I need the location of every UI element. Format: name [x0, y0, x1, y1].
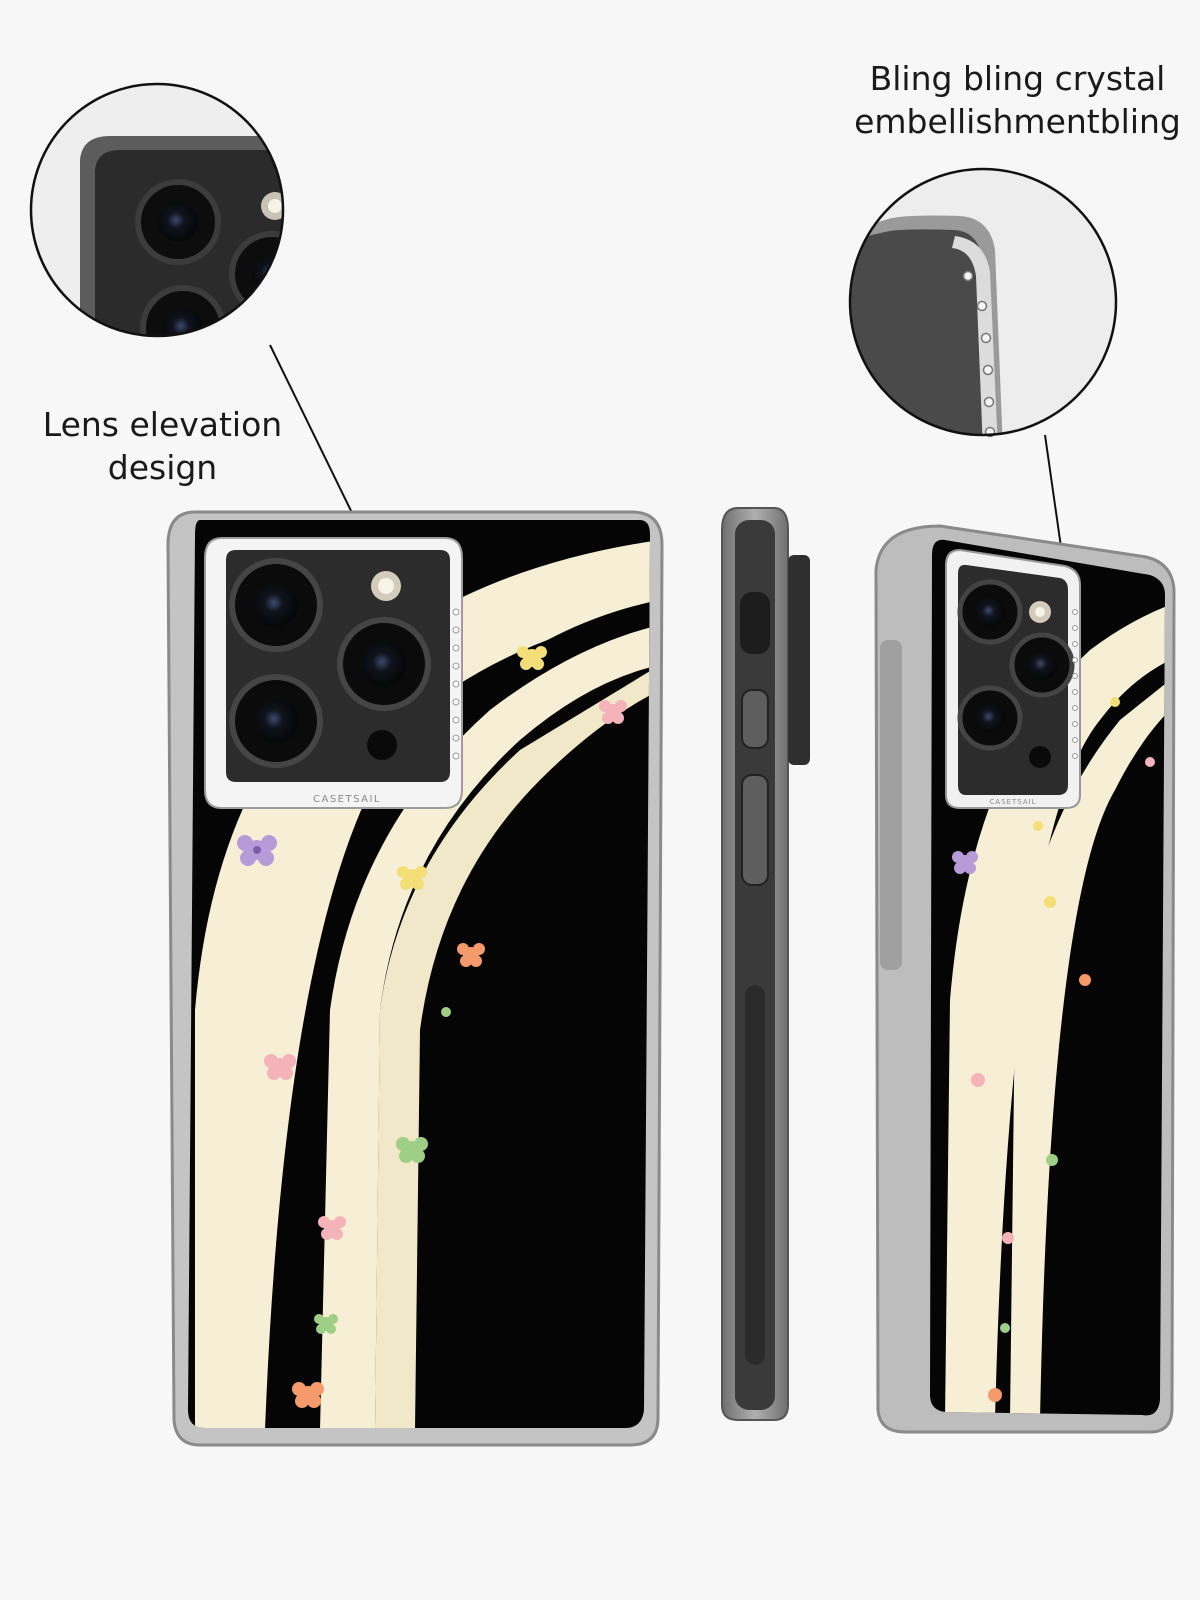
front-rhinestones: [452, 608, 460, 760]
phone-case-angled-view: CASETSAIL: [874, 524, 1176, 1434]
lens-caption-line-2: design: [107, 447, 218, 487]
brand-mark-angled: CASETSAIL: [989, 798, 1036, 806]
lens-caption-line-1: Lens elevation: [42, 405, 283, 444]
lens-elevation-caption: Lens elevation design: [30, 404, 295, 490]
angled-rhinestones: [1072, 609, 1078, 759]
bling-caption-line-2: embellishmentbling: [854, 101, 1181, 141]
rhinestone-row: [962, 270, 996, 438]
flower-decoration: [237, 646, 627, 1408]
lens-zoom-callout: [29, 82, 285, 338]
phone-case-side-view: [721, 507, 810, 1421]
bling-crystal-caption: Bling bling crystal embellishmentbling: [845, 58, 1190, 144]
brand-mark-front: CASETSAIL: [313, 794, 381, 805]
angled-flower-decoration: [952, 697, 1155, 1402]
bling-caption-line-1: Bling bling crystal: [869, 59, 1166, 98]
bling-zoom-callout: [848, 167, 1118, 438]
phone-case-back-view: CASETSAIL: [166, 510, 664, 1447]
